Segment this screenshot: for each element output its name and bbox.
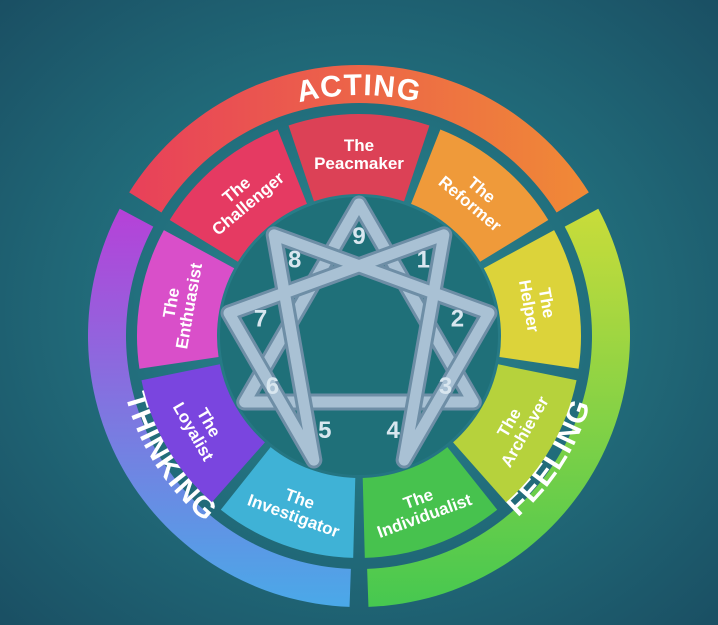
- type-number-8: 8: [288, 246, 301, 273]
- type-number-7: 7: [254, 306, 267, 333]
- type-segment-enthuasist: [137, 230, 235, 369]
- type-number-5: 5: [318, 417, 331, 444]
- type-number-4: 4: [387, 417, 401, 444]
- type-numbers: 9 1 2 3 4 5 6 7 8: [254, 223, 464, 444]
- type-number-3: 3: [439, 373, 452, 400]
- outer-arc-feeling: [367, 208, 631, 607]
- type-number-1: 1: [417, 246, 430, 273]
- type-segment-peacmaker: [288, 113, 430, 202]
- type-number-2: 2: [451, 306, 464, 333]
- type-segment-reformer: [411, 129, 549, 262]
- star-triangle-band: [239, 198, 479, 408]
- outer-arc-thinking: [87, 208, 351, 607]
- star-hexad-band: [223, 229, 495, 466]
- arc-label-acting: ACTING: [294, 69, 424, 109]
- type-segment-challenger: [169, 129, 307, 262]
- type-segment-helper: [483, 230, 581, 369]
- type-number-6: 6: [266, 373, 279, 400]
- outer-arc-acting: [129, 64, 589, 213]
- type-segment-loyalist: [141, 364, 265, 503]
- type-segment-archiever: [453, 364, 577, 503]
- type-segment-individualist: [362, 447, 498, 558]
- type-segment-investigator: [220, 447, 356, 558]
- enneagram-star: [220, 195, 498, 469]
- type-number-9: 9: [352, 223, 365, 250]
